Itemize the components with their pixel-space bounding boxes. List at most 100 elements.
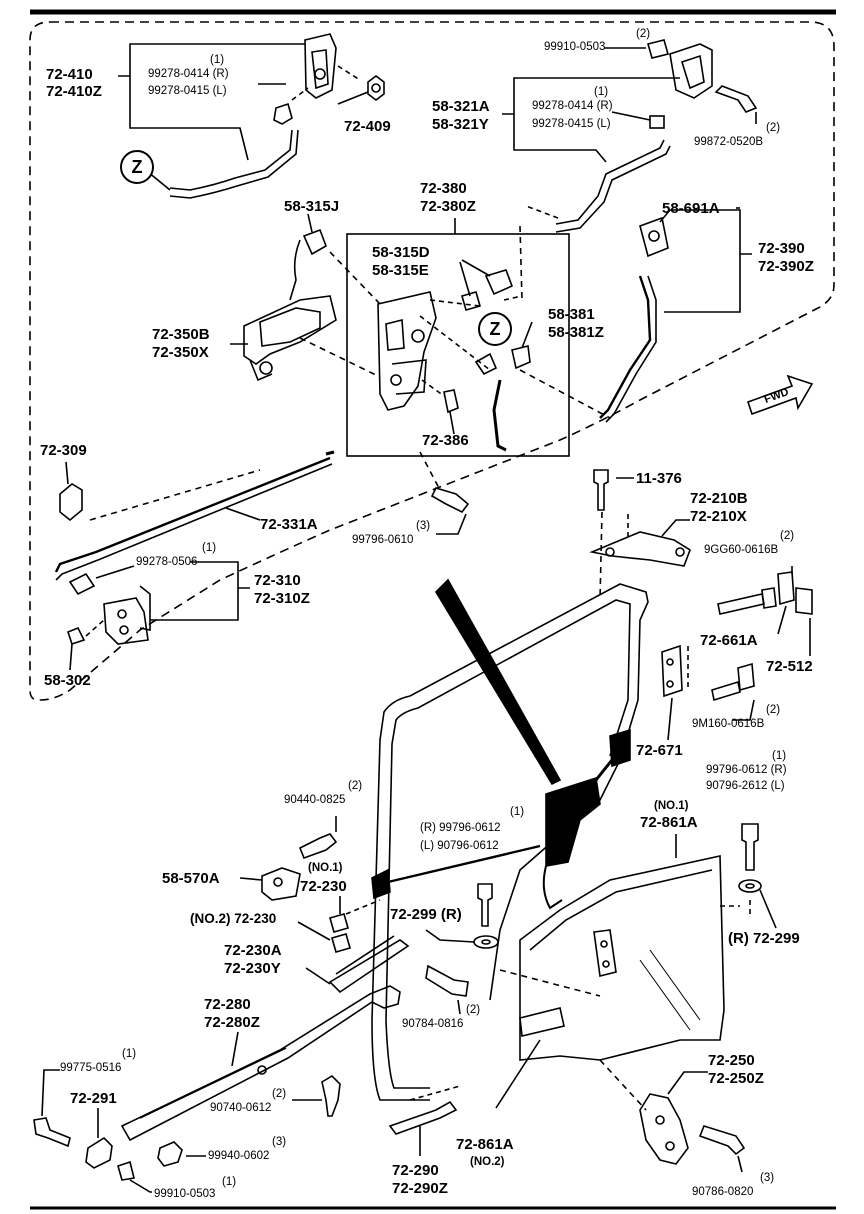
latch-box-72-380: [346, 233, 570, 457]
label-72-291: 72-291: [70, 1090, 117, 1107]
part-90784-0816: 90784-0816: [402, 1018, 464, 1030]
striker-72-671: [661, 644, 683, 698]
end-cap-72-291: [85, 1136, 113, 1169]
rail-72-280: [120, 985, 401, 1142]
rod-72-390: [599, 275, 652, 419]
label-72-230y: 72-230Y: [224, 960, 281, 977]
part-99278-0415l: 99278-0415 (L): [148, 85, 227, 97]
part-99775-0516: 99775-0516: [60, 1062, 122, 1074]
clip-72-230-no2: [331, 933, 351, 953]
leader-72-410: [118, 75, 249, 161]
label-58-302: 58-302: [44, 672, 91, 689]
label-72-250z: 72-250Z: [708, 1070, 764, 1087]
part-99910-0503: 99910-0503: [544, 41, 606, 53]
no2-marker: (NO.2): [470, 1156, 505, 1168]
label-11-376: 11-376: [636, 470, 682, 487]
label-72-512: 72-512: [766, 658, 813, 675]
no1-marker: (NO.1): [308, 862, 343, 874]
clip-58-691a: [639, 216, 669, 258]
label-72-350b: 72-350B: [152, 326, 210, 343]
label-72-310: 72-310: [254, 572, 301, 589]
label-72-210b: 72-210B: [690, 490, 748, 507]
part-99278-0506: 99278-0506: [136, 556, 198, 568]
label-72-280: 72-280: [204, 996, 251, 1013]
label-72-230-no2: (NO.2) 72-230: [190, 911, 277, 926]
leader-58-321a: [502, 113, 607, 163]
label-72-309: 72-309: [40, 442, 87, 459]
label-72-380z: 72-380Z: [420, 198, 476, 215]
label-72-386: 72-386: [422, 432, 469, 449]
part-90740-0612: 90740-0612: [210, 1102, 272, 1114]
clip-58-315d: [484, 269, 514, 296]
bracket-72-310: [103, 597, 149, 645]
part-99278-0415l: 99278-0415 (L): [532, 118, 611, 130]
qty-2: (2): [636, 28, 651, 40]
label-72-230a: 72-230A: [224, 942, 282, 959]
guide-72-290: [388, 1100, 458, 1135]
bolt-99796-0612: [741, 823, 759, 871]
nut-99940-0602: [157, 1141, 183, 1167]
label-72-410z: 72-410Z: [46, 83, 102, 100]
qty-1: (1): [122, 1048, 137, 1060]
washer-72-299-right: [738, 879, 762, 893]
rod-72-331a: [54, 456, 331, 573]
clip-99278-0506: [68, 572, 96, 596]
label-72-661a: 72-661A: [700, 632, 758, 649]
label-72-390z: 72-390Z: [758, 258, 814, 275]
qty-3: (3): [416, 520, 431, 532]
bolt-58-302: [67, 626, 86, 646]
label-72-861a: 72-861A: [640, 814, 698, 831]
qty-2: (2): [272, 1088, 287, 1100]
part-90796-2612l: 90796-2612 (L): [706, 780, 785, 792]
label-72-290z: 72-290Z: [392, 1180, 448, 1197]
link-rod-72-410: [169, 129, 293, 191]
bolt-90786-0820: [698, 1125, 746, 1156]
clip-58-381: [511, 345, 531, 370]
qty-1: (1): [772, 750, 787, 762]
clip-72-309: [59, 483, 83, 522]
track-72-230a: [328, 939, 410, 994]
clip-99910-0503: [647, 39, 669, 59]
qty-2: (2): [766, 122, 781, 134]
bolt-9gg60-0616b: [717, 593, 765, 615]
bolt-11-376: [593, 469, 609, 511]
part-99796-0612r: (R) 99796-0612: [420, 822, 501, 834]
label-72-350x: 72-350X: [152, 344, 209, 361]
part-99910-0503: 99910-0503: [154, 1188, 216, 1200]
bolt-99872-0520b: [714, 85, 758, 113]
glass-72-861a-no2: [519, 1007, 565, 1037]
part-99940-0602: 99940-0602: [208, 1150, 270, 1162]
label-72-280z: 72-280Z: [204, 1014, 260, 1031]
nut-72-409: [367, 75, 385, 101]
label-72-230: 72-230: [300, 878, 347, 895]
label-58-381: 58-381: [548, 306, 595, 323]
label-72-210x: 72-210X: [690, 508, 747, 525]
qty-2: (2): [780, 530, 795, 542]
qty-2: (2): [766, 704, 781, 716]
qty-1: (1): [594, 86, 609, 98]
leader-72-390: [664, 253, 752, 313]
z-callout-marker: Z: [120, 150, 154, 184]
label-58-315d: 58-315D: [372, 244, 430, 261]
part-9gg60-0616b: 9GG60-0616B: [704, 544, 779, 556]
latch-72-380-body: [377, 291, 437, 411]
latch-bracket-top-right: [669, 43, 713, 99]
link-rod-58-321a: [555, 139, 665, 225]
no1-marker: (NO.1): [654, 800, 689, 812]
bolt-99796-0612-left: [477, 883, 493, 927]
label-72-331a: 72-331A: [260, 516, 318, 533]
bolt-9m160-0616b: [711, 680, 741, 702]
qty-1: (1): [210, 54, 225, 66]
part-90440-0825: 90440-0825: [284, 794, 346, 806]
part-99796-0612r: 99796-0612 (R): [706, 764, 787, 776]
label-72-290: 72-290: [392, 1162, 439, 1179]
part-9m160-0616b: 9M160-0616B: [692, 718, 765, 730]
qty-3: (3): [760, 1172, 775, 1184]
part-99278-0414r: 99278-0414 (R): [148, 68, 229, 80]
part-99278-0414r: 99278-0414 (R): [532, 100, 613, 112]
washer-72-299-left: [473, 935, 499, 949]
pad-72-512: [795, 587, 813, 615]
clip-72-230-no1: [329, 913, 349, 933]
z-callout-marker: Z: [478, 312, 512, 346]
label-58-321y: 58-321Y: [432, 116, 489, 133]
